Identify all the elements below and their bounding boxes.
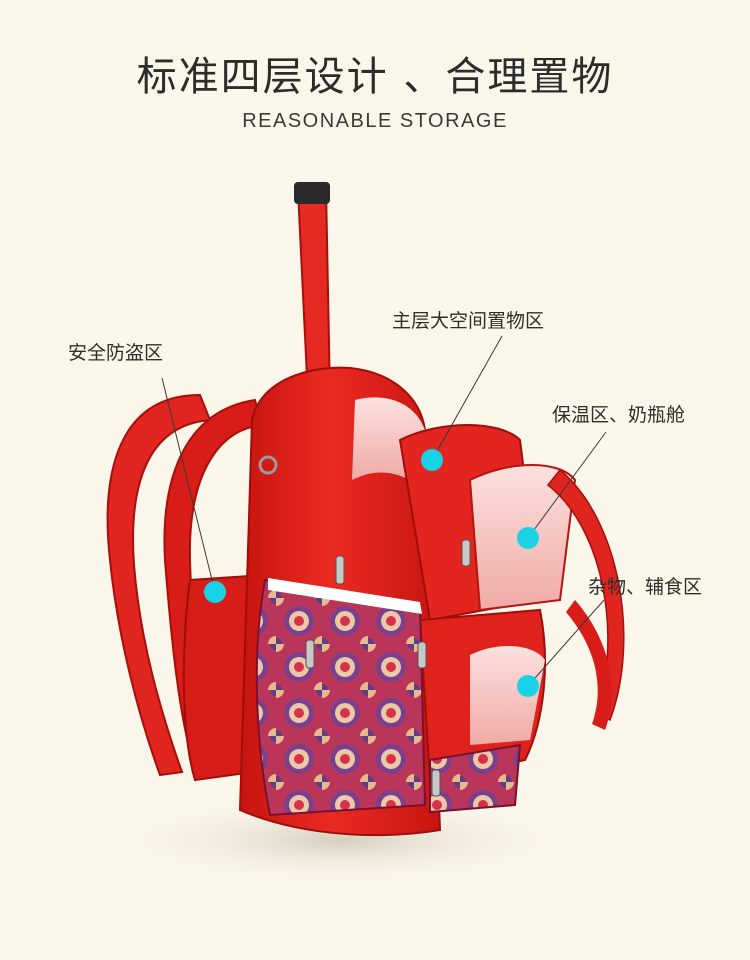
zipper-pull-1	[335, 555, 345, 585]
callout-anti-theft: 安全防盗区	[68, 342, 164, 364]
leader-misc	[527, 599, 605, 687]
zipper-pull-3	[417, 641, 427, 669]
white-trim	[268, 578, 422, 614]
callout-misc: 杂物、辅食区	[588, 576, 703, 598]
page-subtitle: REASONABLE STORAGE	[242, 110, 508, 132]
shoulder-strap-left	[106, 393, 212, 777]
zipper-pull-5	[431, 769, 441, 797]
callout-insulation: 保温区、奶瓶舱	[552, 404, 686, 426]
top-handle-strap	[296, 186, 332, 400]
marker-main-space	[421, 449, 443, 471]
paisley-bottom-pocket	[429, 743, 522, 814]
leader-insulation	[527, 431, 607, 539]
marker-anti-theft	[204, 581, 226, 603]
leader-main-space	[431, 335, 503, 461]
marker-misc	[517, 675, 539, 697]
floor-shadow	[100, 794, 580, 886]
zipper-pull-2	[305, 639, 315, 669]
paisley-front-panel	[255, 578, 427, 817]
handle-buckle	[294, 182, 330, 204]
misc-compartment-lining	[470, 645, 545, 745]
marker-insulation	[517, 527, 539, 549]
leader-anti-theft	[161, 377, 216, 593]
zipper-pull-4	[461, 539, 471, 567]
page-title: 标准四层设计 、合理置物	[136, 54, 614, 100]
metal-ring	[258, 455, 278, 475]
side-carry-strap-2	[566, 600, 612, 730]
callout-main-space: 主层大空间置物区	[392, 310, 545, 332]
